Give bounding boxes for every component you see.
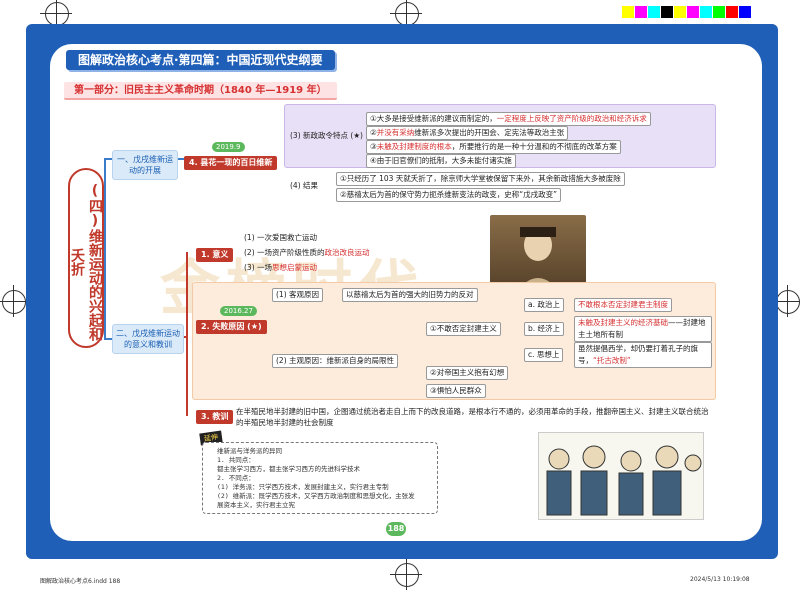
- features-label: (3) 新政政令特点 (★): [290, 131, 363, 140]
- print-color-swatch: [635, 6, 647, 18]
- feature-text: ①大多是接受维新派的建议而制定的，: [370, 114, 497, 123]
- registration-mark: [390, 0, 422, 29]
- subjective-cause-label: (2) 主观原因：维新派自身的局限性: [272, 354, 399, 368]
- objective-cause-text: 以慈禧太后为首的强大的旧势力的反对: [342, 288, 478, 302]
- aspect-thought-highlight: “托古改制”: [593, 356, 631, 365]
- feature-highlight: 并没有采纳: [376, 128, 415, 137]
- limit-item-1: ①不敢否定封建主义: [426, 322, 501, 336]
- note-line: 1. 共同点：: [217, 456, 255, 464]
- meaning-node: 1. 意义: [196, 248, 234, 262]
- feature-item: ③未触及封建制度的根本，所要推行的是一种十分温和的不彻底的改革方案: [366, 140, 621, 154]
- meaning-highlight: 政治改良运动: [324, 248, 370, 257]
- historical-cartoon-image: [538, 432, 704, 520]
- print-color-swatch: [661, 6, 673, 18]
- print-color-swatch: [739, 6, 751, 18]
- connector-line: [186, 252, 188, 416]
- aspect-text-economy: 未触及封建主义的经济基础——封建地主土地所有制: [574, 316, 712, 342]
- feature-item: ④由于旧官僚们的抵制，大多未能付诸实施: [366, 154, 516, 168]
- aspect-label-politics: a. 政治上: [524, 298, 564, 312]
- print-color-swatch: [648, 6, 660, 18]
- limit-item-2: ②对帝国主义抱有幻想: [426, 366, 509, 380]
- lesson-node: 3. 教训: [196, 410, 234, 424]
- result-label: (4) 结果: [290, 181, 319, 190]
- registration-mark: [771, 285, 800, 317]
- note-line: 维新派与洋务派的异同: [217, 447, 282, 455]
- branch-1-node: 4. 昙花一现的百日维新: [184, 156, 278, 170]
- feature-highlight: 未触及封建制度的根本: [376, 142, 452, 151]
- meaning-text: (1) 一次爱国救亡运动: [244, 233, 318, 242]
- aspect-label-economy: b. 经济上: [524, 322, 565, 336]
- aspect-label-thought: c. 思想上: [524, 348, 564, 362]
- note-line: (2) 维新派：既学西方技术，又学西方政治制度和思想文化，主张发: [217, 492, 415, 500]
- failure-node: 2. 失败原因 (★): [196, 320, 267, 334]
- registration-mark: [40, 0, 72, 29]
- page-number: 188: [386, 522, 406, 536]
- connector-line: [178, 158, 184, 160]
- meaning-item: (1) 一次爱国救亡运动: [244, 232, 370, 247]
- meaning-list: (1) 一次爱国救亡运动(2) 一场资产阶级性质的政治改良运动(3) 一场思想启…: [244, 232, 370, 277]
- print-color-swatch: [687, 6, 699, 18]
- print-color-swatch: [700, 6, 712, 18]
- feature-text: ③: [370, 142, 377, 151]
- main-topic: (四)维新运动的兴起和夭折: [68, 168, 104, 348]
- note-line: 展资本主义，实行君主立宪: [217, 501, 295, 509]
- feature-text: ②: [370, 128, 377, 137]
- meaning-highlight: 思想启蒙运动: [272, 263, 318, 272]
- note-line: 都主张学习西方，都主张学习西方的先进科学技术: [217, 465, 360, 473]
- lesson-text: 在半殖民地半封建的旧中国，企图通过统治者走自上而下的改良道路，是根本行不通的，必…: [236, 407, 709, 427]
- feature-text: ，所要推行的是一种十分温和的不彻底的改革方案: [451, 142, 617, 151]
- feature-item: ②并没有采纳维新派多次提出的开国会、定宪法等政治主张: [366, 126, 569, 140]
- exam-year-tag: 2019.9: [212, 142, 245, 152]
- feature-highlight: 一定程度上反映了资产阶级的政治和经济诉求: [496, 114, 647, 123]
- meaning-item: (3) 一场思想启蒙运动: [244, 262, 370, 277]
- meaning-text: (2) 一场资产阶级性质的: [244, 248, 325, 257]
- note-line: 2. 不同点：: [217, 474, 255, 482]
- connector-line: [104, 158, 106, 338]
- objective-cause-label: (1) 客观原因: [272, 288, 324, 302]
- connector-line: [104, 338, 112, 340]
- meaning-text: (3) 一场: [244, 263, 273, 272]
- part-title: 第一部分：旧民主主义革命时期（1840 年—1919 年）: [64, 82, 337, 100]
- meaning-item: (2) 一场资产阶级性质的政治改良运动: [244, 247, 370, 262]
- note-line: (1) 洋务派：只学西方技术，发展封建主义，实行君主专制: [217, 483, 389, 491]
- print-color-swatch: [713, 6, 725, 18]
- branch-1-label: 一、戊戌维新运动的开展: [112, 150, 178, 180]
- exam-year-tag: 2016.27: [220, 306, 257, 316]
- branch-2-label: 二、戊戌维新运动的意义和教训: [112, 324, 184, 354]
- footer-timestamp: 2024/5/13 10:19:08: [690, 576, 750, 583]
- aspect-thought-pre: 虽然提倡西学，却仍要打着孔子的旗号，: [578, 344, 698, 365]
- limit-item-3: ③惧怕人民群众: [426, 384, 486, 398]
- footer-filename: 图解政治核心考点6.indd 188: [40, 578, 121, 585]
- print-color-swatch: [674, 6, 686, 18]
- feature-item: ①大多是接受维新派的建议而制定的，一定程度上反映了资产阶级的政治和经济诉求: [366, 112, 651, 126]
- registration-mark: [0, 285, 29, 317]
- result-item-1: ①只经历了 103 天就夭折了，除京师大学堂被保留下来外，其余新政措施大多被废除: [336, 172, 625, 186]
- aspect-economy-rest: ——封建地主土地所有制: [578, 318, 706, 339]
- feature-text: ④由于旧官僚们的抵制，大多未能付诸实施: [370, 156, 512, 165]
- aspect-text-thought: 虽然提倡西学，却仍要打着孔子的旗号，“托古改制”: [574, 342, 712, 368]
- result-item-2: ②慈禧太后为首的保守势力扼杀维新变法的政变，史称“戊戌政变”: [336, 188, 561, 202]
- page-title: 图解政治核心考点·第四篇：中国近现代史纲要: [66, 50, 335, 70]
- print-color-swatch: [726, 6, 738, 18]
- feature-text: 维新派多次提出的开国会、定宪法等政治主张: [414, 128, 565, 137]
- registration-mark: [390, 558, 422, 590]
- aspect-text-politics: 不敢根本否定封建君主制度: [574, 298, 672, 312]
- print-color-swatch: [622, 6, 634, 18]
- aspect-economy-highlight: 未触及封建主义的经济基础: [578, 318, 668, 327]
- connector-line: [104, 158, 112, 160]
